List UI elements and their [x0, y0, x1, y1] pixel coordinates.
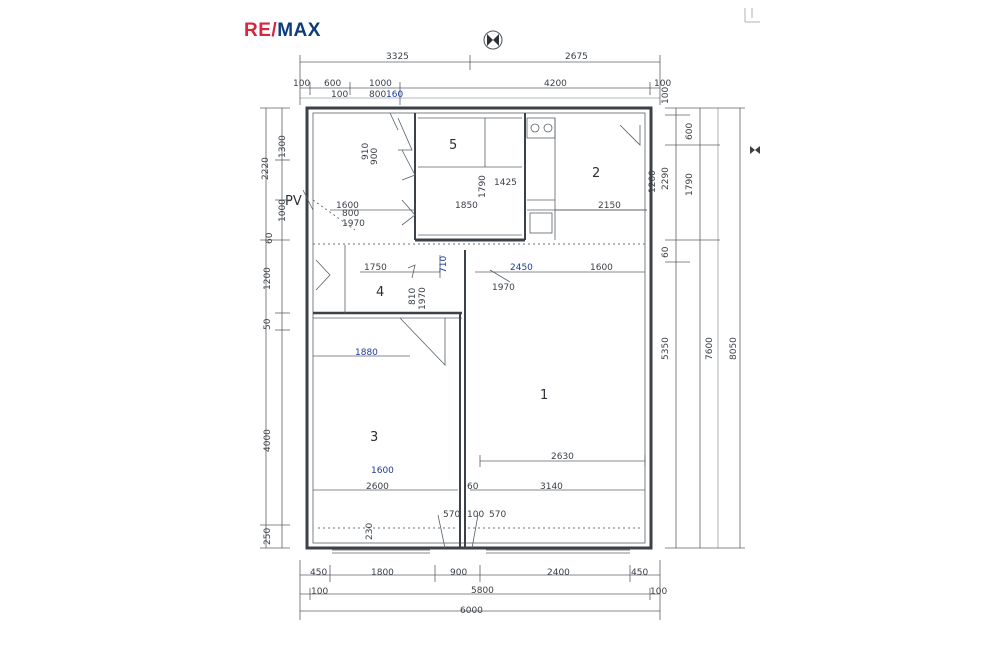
dim-left-250: 250 [263, 528, 273, 545]
internal-dim-lines [313, 209, 646, 491]
dim-right-600: 600 [685, 123, 695, 140]
top-partitions [389, 112, 647, 242]
dim-bot-5800: 5800 [471, 586, 494, 596]
dim-in-800: 800 [342, 209, 359, 219]
left-dimension-lines [260, 107, 290, 549]
logo-max: MAX [277, 20, 321, 41]
dim-right-7600: 7600 [705, 337, 715, 360]
dim-left-1300: 1300 [278, 135, 288, 158]
dim-top-600: 600 [324, 79, 341, 89]
dim-in-1880: 1880 [355, 348, 378, 358]
dim-bot-1800: 1800 [371, 568, 394, 578]
dim-in-1970b: 1970 [418, 287, 428, 310]
dim-top-4200: 4200 [544, 79, 567, 89]
right-dimension-lines [665, 107, 745, 549]
dim-left-1200: 1200 [263, 267, 273, 290]
balcony-lines [318, 514, 640, 554]
dim-bot-900: 900 [450, 568, 467, 578]
dim-in-2630: 2630 [551, 452, 574, 462]
room-label-4: 4 [376, 285, 384, 300]
dim-right-8050: 8050 [729, 337, 739, 360]
logo-slash: / [271, 20, 278, 41]
room-label-2: 2 [592, 166, 600, 181]
dim-left-50: 50 [263, 318, 273, 330]
dim-bot-100b: 100 [650, 587, 667, 597]
dim-in-570b: 570 [489, 510, 506, 520]
dim-in-1970c: 1970 [492, 283, 515, 293]
dim-bot-450b: 450 [631, 568, 648, 578]
dim-top-800: 800 [369, 90, 386, 100]
dim-in-2150: 2150 [598, 201, 621, 211]
north-arrow-icon [483, 30, 503, 50]
dim-top-160: 160 [386, 90, 403, 100]
top-dimension-lines [299, 55, 661, 105]
dim-in-1425: 1425 [494, 178, 517, 188]
dim-in-100: 100 [467, 510, 484, 520]
outer-walls [305, 106, 653, 550]
dim-in-1790: 1790 [478, 175, 488, 198]
dim-in-60: 60 [467, 482, 479, 492]
logo-re: RE [244, 20, 272, 41]
dim-in-1970: 1970 [342, 219, 365, 229]
room-label-5: 5 [449, 138, 457, 153]
dim-right-60: 60 [661, 246, 671, 258]
room-label-3: 3 [370, 430, 378, 445]
dim-in-3140: 3140 [540, 482, 563, 492]
dim-in-710: 710 [439, 256, 449, 273]
dim-in-1750: 1750 [364, 263, 387, 273]
dim-left-1000: 1000 [278, 199, 288, 222]
room-label-1: 1 [540, 388, 548, 403]
dim-left-4000: 4000 [263, 429, 273, 452]
dim-in-910: 910 [361, 143, 371, 160]
dim-bot-6000: 6000 [460, 606, 483, 616]
pv-entry [302, 189, 356, 231]
dim-top-100a: 100 [293, 79, 310, 89]
dim-in-2450: 2450 [510, 263, 533, 273]
dim-in-1600: 1600 [336, 201, 359, 211]
pv-label: PV [285, 194, 302, 209]
dim-bot-2400: 2400 [547, 568, 570, 578]
corner-marks [744, 8, 760, 23]
dim-bot-100a: 100 [311, 587, 328, 597]
dim-in-810: 810 [408, 288, 418, 305]
dim-top-1000: 1000 [369, 79, 392, 89]
dim-in-1850: 1850 [455, 201, 478, 211]
dim-right-100: 100 [661, 87, 671, 104]
dim-right-1790: 1790 [685, 173, 695, 196]
dim-in-1600b: 1600 [590, 263, 613, 273]
dim-left-2220: 2220 [261, 157, 271, 180]
dim-top-2675: 2675 [565, 52, 588, 62]
remax-logo: RE/MAX [244, 20, 321, 42]
dim-in-230: 230 [365, 523, 375, 540]
north-arrow-small-icon [750, 146, 760, 154]
dim-right-2290: 2290 [661, 167, 671, 190]
dim-top-100c: 100 [654, 79, 671, 89]
dim-top-100b: 100 [331, 90, 348, 100]
dim-in-570a: 570 [443, 510, 460, 520]
dim-bot-450a: 450 [310, 568, 327, 578]
bottom-dimension-lines [299, 560, 661, 620]
dim-in-2600: 2600 [366, 482, 389, 492]
dim-in-1600c: 1600 [371, 466, 394, 476]
dim-right-1200: 1200 [648, 170, 658, 193]
dim-left-60a: 60 [265, 232, 275, 244]
dim-right-5350: 5350 [661, 337, 671, 360]
dim-top-3325: 3325 [386, 52, 409, 62]
dim-in-900: 900 [370, 148, 380, 165]
room-4-walls [313, 245, 511, 366]
central-partition [459, 250, 466, 548]
